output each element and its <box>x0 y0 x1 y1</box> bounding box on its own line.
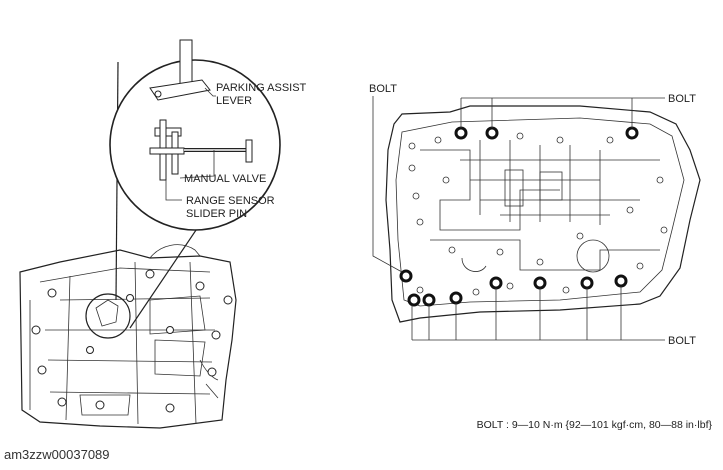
bolt-marker <box>422 293 436 307</box>
figure-id: am3zzw00037089 <box>4 447 110 462</box>
bolt-marker <box>399 269 413 283</box>
bolt-marker <box>485 126 499 140</box>
highlighted-bolts <box>399 126 639 307</box>
leader-range-sensor <box>165 180 182 201</box>
bolt-marker <box>533 276 547 290</box>
label-parking-assist-2: LEVER <box>216 95 252 107</box>
label-parking-assist-1: PARKING ASSIST <box>216 82 307 94</box>
zoom-line-left <box>115 61 119 301</box>
shaft <box>179 39 193 86</box>
torque-spec: BOLT : 9—10 N·m {92—101 kgf·cm, 80—88 in… <box>477 419 713 431</box>
slider-block <box>154 127 182 137</box>
label-range-sensor-1: RANGE SENSOR <box>186 195 275 207</box>
leader-manual-valve <box>179 150 215 179</box>
leader-parking-assist <box>204 87 216 97</box>
bolt-label-bottom-right: BOLT <box>668 335 696 347</box>
transmission-bolt-heads <box>31 269 233 413</box>
bolt-label-top-right: BOLT <box>668 93 696 105</box>
left-bolt-leader <box>372 96 403 273</box>
bolt-marker <box>449 291 463 305</box>
detail-zoom-circle <box>109 39 281 231</box>
valve-body-illustration <box>385 105 701 323</box>
top-bolt-leaders <box>460 97 665 128</box>
bolt-marker <box>580 276 594 290</box>
bolt-marker <box>489 276 503 290</box>
label-range-sensor-2: SLIDER PIN <box>186 208 247 220</box>
label-manual-valve: MANUAL VALVE <box>184 173 266 185</box>
bolt-marker <box>614 274 628 288</box>
bolt-marker <box>407 293 421 307</box>
bottom-bolt-leaders <box>411 286 665 341</box>
bolt-marker <box>625 126 639 140</box>
zoom-focus-part <box>95 299 119 327</box>
bolt-label-top-left: BOLT <box>369 83 397 95</box>
zoom-focus-circle <box>85 293 131 339</box>
bolt-marker <box>454 126 468 140</box>
transmission-body-illustration <box>19 244 237 429</box>
